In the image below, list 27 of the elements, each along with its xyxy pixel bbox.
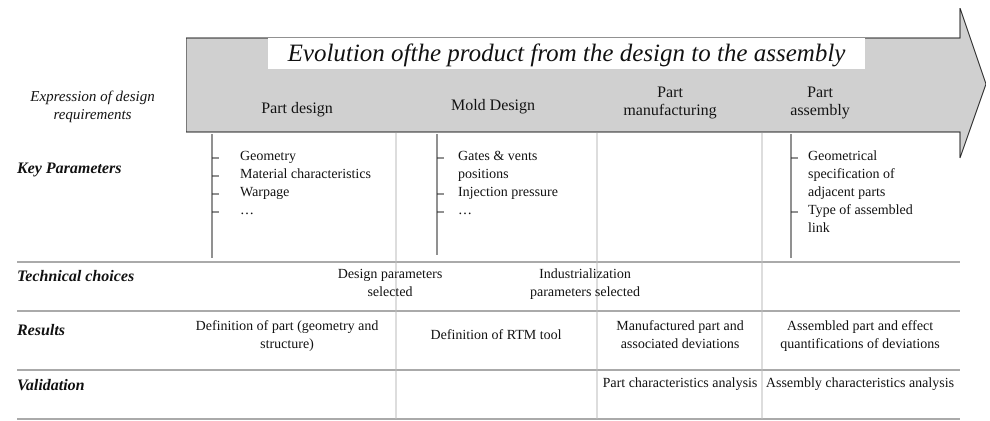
cell-text: Design parameters selected <box>336 266 444 302</box>
list-item: Geometry <box>240 148 297 166</box>
phase-name: Mold Design <box>450 97 536 115</box>
row-heading: Results <box>17 322 66 340</box>
heading-banner: Evolution ofthe product from the design to the assembly <box>268 38 865 69</box>
cell-text: Part characteristics analysis <box>602 375 758 393</box>
list-item: Gates & vents positions <box>458 148 538 184</box>
list-item: Type of assembled link <box>808 202 914 238</box>
cell-text: Industrialization parameters selected <box>529 266 641 302</box>
list-item: Geometrical specification of adjacent parts <box>808 148 896 202</box>
phase-name: Part assembly <box>789 84 851 120</box>
list-item: Material characteristics <box>240 166 372 184</box>
list-item: … <box>458 202 473 220</box>
row-heading: Expression of design requirements <box>29 88 156 124</box>
list-item: Injection pressure <box>458 184 559 202</box>
cell-text: Assembly characteristics analysis <box>765 375 955 393</box>
list-item: Warpage <box>240 184 290 202</box>
phase-name: Part design <box>260 100 334 118</box>
row-heading: Technical choices <box>17 268 136 286</box>
phase-name: Part manufacturing <box>622 84 718 120</box>
cell-text: Definition of RTM tool <box>430 327 562 345</box>
row-heading: Validation <box>17 377 86 395</box>
cell-text: Assembled part and effect quantifications of deviations <box>779 318 941 354</box>
row-heading: Key Parameters <box>17 160 122 178</box>
cell-text: Manufactured part and associated deviations <box>615 318 745 354</box>
list-item: … <box>240 202 255 220</box>
cell-text: Definition of part (geometry and structure) <box>194 318 380 354</box>
